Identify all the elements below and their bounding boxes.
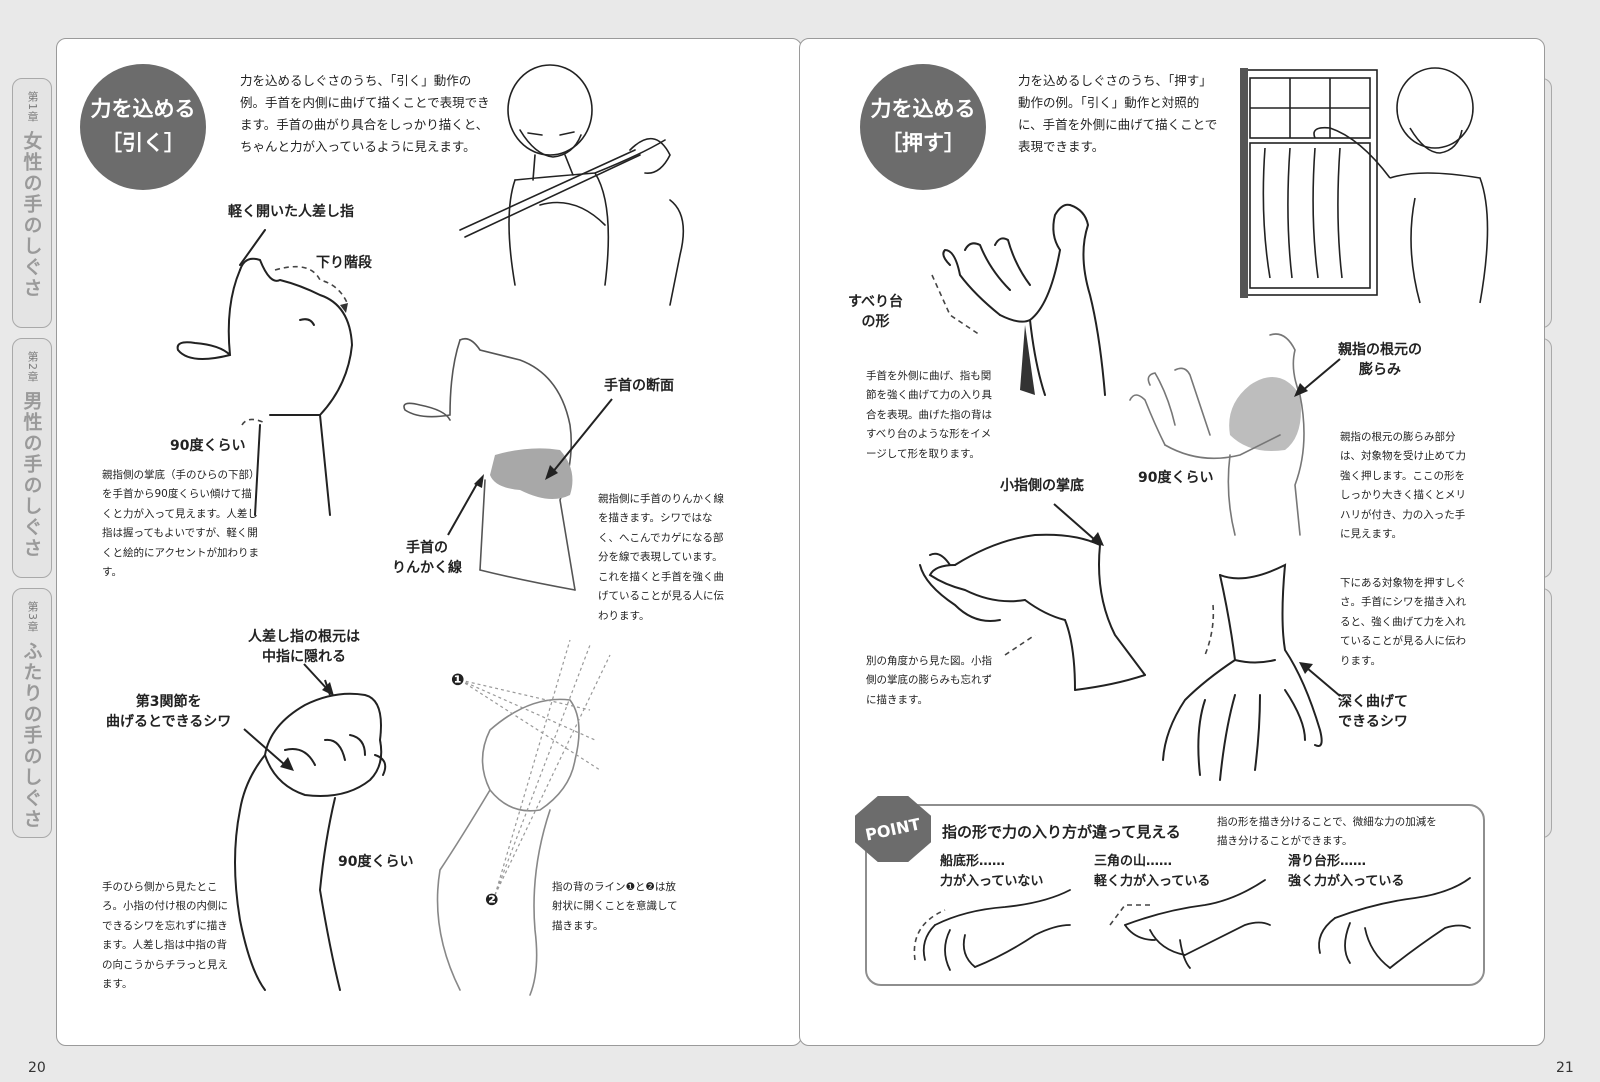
- note-palm-side: 手のひら側から見たところ。小指の付け根の内側にできるシワを忘れずに描きます。人差…: [102, 881, 228, 991]
- arrow-joint3: [243, 728, 294, 771]
- point-box: [865, 804, 1485, 986]
- note-wrist-outline: 親指側に手首のりんかく線を描きます。シワではなく、へこんでカゲになる部分を線で表…: [598, 493, 724, 622]
- hand-slide-shape-illustration: [1318, 877, 1471, 969]
- arrow-thumb-root: [1294, 358, 1341, 397]
- marker-2: ❷: [485, 890, 499, 909]
- label-index-root-line2: 中指に隠れる: [262, 649, 346, 666]
- point-description: 指の形を描き分けることで、微細な力の加減を描き分けることができます。: [1217, 816, 1437, 847]
- label-wrist-section: 手首の断面: [604, 378, 674, 394]
- shape-label-boat: 船底形…… 力が入っていない: [940, 852, 1043, 891]
- label-wrist-outline-line1: 手首の: [406, 540, 448, 556]
- label-wrist-outline-line2: りんかく線: [392, 560, 462, 577]
- push-hand-down-illustration: [1162, 563, 1323, 781]
- palm-fist-illustration: [234, 679, 387, 991]
- shape-label-line2: 強く力が入っている: [1288, 873, 1405, 889]
- label-index-root: 人差し指の根元は 中指に隠れる: [248, 627, 360, 668]
- label-thumb-root: 親指の根元の 膨らみ: [1338, 340, 1422, 381]
- push-hand-pinky-illustration: [919, 533, 1146, 691]
- chapter-tab-2-left[interactable]: 第2章 男性の手のしぐさ: [12, 338, 52, 578]
- badge-line-2: ［引く］: [101, 131, 185, 155]
- chapter-number: 第2章: [26, 351, 39, 383]
- badge-line-2: ［押す］: [881, 131, 965, 155]
- label-downstairs: 下り階段: [316, 255, 372, 271]
- chapter-title: 女性の手のしぐさ: [20, 131, 43, 299]
- label-thumb-root-line2: 膨らみ: [1359, 362, 1401, 379]
- note-angle: 別の角度から見た図。小指側の掌底の膨らみも忘れずに描きます。: [866, 655, 992, 706]
- label-pinky-base: 小指側の掌底: [1000, 478, 1084, 494]
- hand-boat-shape-illustration: [913, 889, 1071, 971]
- intro-text-push: 力を込めるしぐさのうち、「押す」動作の例。「引く」動作と対照的に、手首を外側に曲…: [1018, 73, 1218, 154]
- chapter-tab-1-left[interactable]: 第1章 女性の手のしぐさ: [12, 78, 52, 328]
- label-90deg-a: 90度くらい: [170, 438, 246, 454]
- label-90deg-right: 90度くらい: [1138, 470, 1214, 486]
- badge-line-1: 力を込める: [90, 97, 196, 122]
- page-number-right: 21: [1556, 1060, 1574, 1076]
- chapter-number: 第1章: [26, 91, 39, 123]
- note-back-lines: 指の背のライン❶と❷は放射状に開くことを意識して描きます。: [552, 881, 678, 932]
- label-slide-shape-line2: の形: [861, 314, 890, 331]
- label-deep-bend-line1: 深く曲げて: [1338, 694, 1408, 710]
- push-hand-slide-illustration: [931, 203, 1106, 396]
- section-badge-pull: 力を込める ［引く］: [80, 64, 206, 190]
- label-joint3: 第3関節を 曲げるとできるシワ: [106, 692, 231, 733]
- note-slide: 手首を外側に曲げ、指も関節を強く曲げて力の入り具合を表現。曲げた指の背はすべり台…: [866, 370, 992, 460]
- point-title: 指の形で力の入り方が違って見える: [942, 823, 1181, 841]
- label-wrist-outline: 手首の りんかく線: [392, 538, 462, 579]
- label-90deg-b: 90度くらい: [338, 854, 414, 870]
- label-joint3-line1: 第3関節を: [135, 694, 202, 710]
- chapter-title: ふたりの手のしぐさ: [20, 641, 43, 830]
- shape-label-line1: 船底形……: [940, 854, 1006, 869]
- chapter-title: 男性の手のしぐさ: [20, 391, 43, 559]
- shape-label-slide: 滑り台形…… 強く力が入っている: [1288, 852, 1404, 891]
- arrow-wrist-section: [545, 398, 613, 480]
- girl-pulling-illustration: [459, 64, 685, 306]
- label-deep-bend: 深く曲げて できるシワ: [1338, 692, 1408, 733]
- note-push: 下にある対象物を押すしぐさ。手首にシワを描き入れると、強く曲げて力を入れているこ…: [1340, 577, 1466, 667]
- note-thumb-root: 親指の根元の膨らみ部分は、対象物を受け止めて力強く押します。ここの形をしっかり大…: [1340, 431, 1466, 541]
- section-badge-push: 力を込める ［押す］: [860, 64, 986, 190]
- label-joint3-line2: 曲げるとできるシワ: [106, 714, 232, 731]
- chapter-tab-3-left[interactable]: 第3章 ふたりの手のしぐさ: [12, 588, 52, 838]
- fist-back-lines-illustration: [436, 639, 611, 996]
- shape-label-triangle: 三角の山…… 軽く力が入っている: [1094, 852, 1210, 891]
- shape-label-line1: 三角の山……: [1094, 854, 1173, 869]
- label-slide-shape: すべり台 の形: [848, 292, 903, 333]
- arrow-deep-bend: [1299, 662, 1341, 697]
- label-slide-shape-line1: すべり台: [848, 294, 904, 310]
- label-index-root-line1: 人差し指の根元は: [248, 629, 360, 645]
- label-index-open: 軽く開いた人差し指: [228, 204, 354, 220]
- point-badge: POINT: [855, 796, 931, 862]
- arrow-wrist-outline: [447, 474, 484, 536]
- shape-label-line2: 軽く力が入っている: [1094, 873, 1211, 889]
- label-deep-bend-line2: できるシワ: [1338, 714, 1408, 731]
- shape-label-line2: 力が入っていない: [940, 873, 1044, 889]
- boy-window-illustration: [1240, 67, 1489, 304]
- label-thumb-root-line1: 親指の根元の: [1338, 342, 1422, 358]
- wrist-section-illustration: [403, 337, 576, 591]
- pull-hand-back-illustration: [176, 229, 354, 516]
- point-badge-text: POINT: [863, 813, 923, 845]
- chapter-number: 第3章: [26, 601, 39, 633]
- note-thumb-palm: 親指側の掌底（手のひらの下部）を手首から90度くらい傾けて描くと力が入って見えま…: [102, 469, 260, 579]
- marker-1: ❶: [451, 670, 465, 689]
- intro-text-pull: 力を込めるしぐさのうち、「引く」動作の例。手首を内側に曲げて描くことで表現できま…: [240, 73, 490, 154]
- left-page: [56, 38, 802, 1046]
- arrow-index-root: [303, 663, 334, 696]
- page-number-left: 20: [28, 1060, 46, 1076]
- badge-line-1: 力を込める: [870, 97, 976, 122]
- shape-label-line1: 滑り台形……: [1288, 854, 1367, 869]
- hand-triangle-shape-illustration: [1109, 879, 1271, 969]
- push-hand-thumb-illustration: [1129, 333, 1305, 536]
